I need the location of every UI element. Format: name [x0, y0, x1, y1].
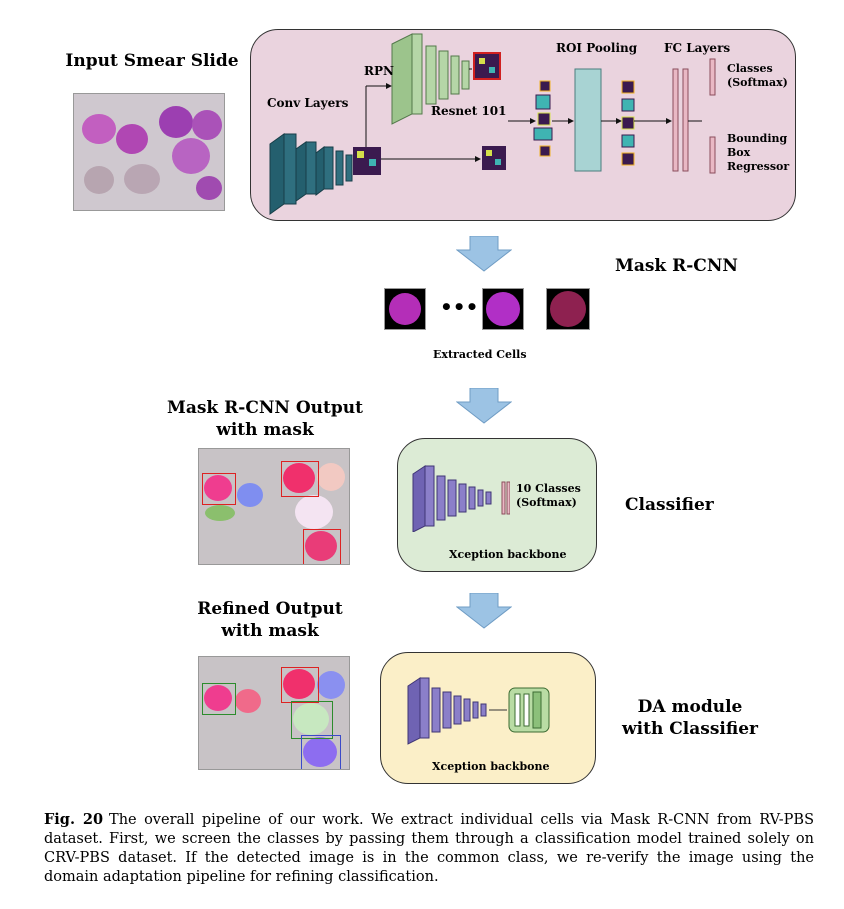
input-smear-image	[73, 93, 225, 211]
classifier-xception-label: Xception backbone	[449, 548, 567, 561]
conv-layers-label: Conv Layers	[267, 96, 349, 110]
bbox-output-bar	[709, 136, 716, 174]
conv-layers-stack	[269, 133, 353, 215]
ten-classes-label: 10 Classes (Softmax)	[516, 482, 581, 509]
da-module-label: DA module with Classifier	[622, 697, 758, 739]
da-xception-label: Xception backbone	[432, 760, 550, 773]
resnet-label: Resnet 101	[431, 104, 507, 118]
down-arrow-1	[456, 236, 512, 272]
roi-pooling-block	[574, 68, 602, 172]
down-arrow-2	[456, 388, 512, 424]
rpn-label: RPN	[364, 64, 394, 78]
mask-rcnn-container	[250, 29, 796, 221]
mask-rcnn-diagram	[269, 33, 716, 215]
classifier-label: Classifier	[625, 495, 714, 515]
refined-output-image	[198, 656, 350, 770]
extracted-cells-label: Extracted Cells	[433, 348, 527, 361]
mask-output-label: Mask R-CNN Output with mask	[167, 398, 363, 440]
down-arrow-3	[456, 593, 512, 629]
extracted-cells-ellipsis: •••	[440, 295, 479, 319]
da-xception-stack	[407, 677, 550, 745]
mask-output-image	[198, 448, 350, 565]
extracted-cell-2	[482, 288, 524, 330]
mask-rcnn-label: Mask R-CNN	[615, 256, 738, 276]
roi-pooling-label: ROI Pooling	[556, 41, 638, 55]
bbox-regressor-label: Bounding Box Regressor	[727, 132, 790, 173]
extracted-cell-1	[384, 288, 426, 330]
refined-output-label: Refined Output with mask	[197, 599, 343, 641]
classes-softmax-label: Classes (Softmax)	[727, 62, 788, 89]
classifier-container	[397, 438, 597, 572]
fc-layers-label: FC Layers	[664, 41, 731, 55]
classifier-xception-stack	[412, 465, 510, 532]
input-slide-label: Input Smear Slide	[65, 51, 239, 71]
classes-output-bar	[709, 58, 716, 96]
fc-layer-1	[672, 68, 679, 172]
extracted-cell-3	[546, 288, 590, 330]
rpn-stack	[391, 33, 470, 125]
figure-number: Fig. 20	[44, 811, 104, 828]
caption-text: The overall pipeline of our work. We ext…	[44, 812, 815, 885]
fc-layer-2	[682, 68, 689, 172]
